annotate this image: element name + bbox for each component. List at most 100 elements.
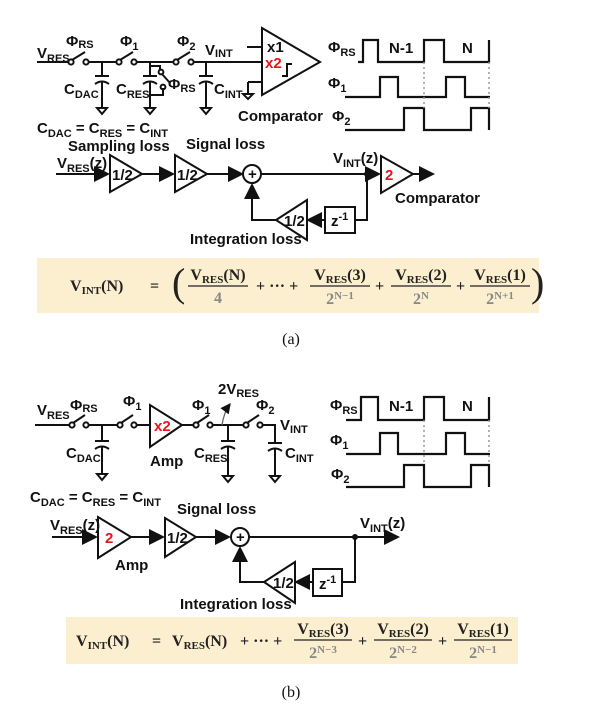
schematic-a: VRES ΦRS Φ1 Φ2 VINT CDAC CRES ΦRS CINT x… [37,26,323,140]
cycle-label-n-1: N-1 [389,40,413,57]
caption-b: (b) [282,684,301,701]
fraction: VRES(2) 2N [391,267,451,308]
label-cres: CRES [116,81,149,101]
cycle-label-n: N [462,40,473,57]
timing-diagram-b: ΦRS Φ1 Φ2 N-1 N [330,395,491,489]
summing-node: + [248,166,257,183]
schematic-b: VRES ΦRS Φ1 Φ1 2VRES Φ2 VINT x2 Amp CDAC… [30,381,314,509]
svg-text:VRES(3): VRES(3) [297,621,349,640]
gain-integration: 1/2 [273,575,294,592]
ellipsis: + ··· + [256,278,298,295]
formula-first-term: VRES(N) [172,633,227,652]
timing-label-phi1: Φ1 [328,75,346,95]
capacitor-cint [198,62,214,116]
capacitor-cint [267,438,283,484]
switch-phi-rs [67,51,90,66]
delay-block: z-1 [331,211,348,230]
svg-text:2N−1: 2N−1 [469,644,497,662]
svg-text:VRES(3): VRES(3) [314,267,366,286]
capacitor-cdac [94,62,110,116]
svg-text:2N−2: 2N−2 [389,644,417,662]
plus: + [438,633,447,650]
label-2vres: 2VRES [218,381,259,400]
switch-phi1 [115,51,138,66]
svg-text:VRES(1): VRES(1) [474,267,526,286]
right-paren: ) [531,260,544,305]
plus: + [375,278,384,295]
label-cdac: CDAC [66,445,101,465]
fraction: VRES(3) 2N−1 [310,267,370,308]
capacitor-equality: CDAC = CRES = CINT [37,120,168,140]
label-phi1: Φ1 [123,393,141,413]
label-comparator: Comparator [238,108,323,125]
delay-block: z-1 [319,574,336,593]
plus: + [456,278,465,295]
label-signal-loss: Signal loss [177,501,256,518]
comparator-input-x1: x1 [267,39,284,56]
timing-diagram-a: ΦRS Φ1 Φ2 N-1 N [328,38,491,132]
gain-signal: 1/2 [167,530,188,547]
capacitor-cres [142,62,171,116]
fraction: VRES(3) 2N−3 [294,621,352,662]
switch-phi1 [116,414,138,429]
label-phi1-out: Φ1 [192,397,210,417]
fraction: VRES(2) 2N−2 [374,621,432,662]
capacitor-cdac [94,425,110,482]
capacitor-cres [220,425,236,484]
label-comparator-block: Comparator [395,190,480,207]
formula-lhs: VINT(N) [70,278,123,297]
svg-text:2N+1: 2N+1 [486,290,514,308]
label-phi-rs: ΦRS [70,397,98,415]
label-cint: CINT [214,81,243,101]
label-vint-z: VINT(z) [333,150,378,170]
label-vres-z: VRES(z) [57,155,107,175]
amplifier-x2 [149,403,184,449]
block-diagram-b: + Signal loss VRES(z) VINT(z) 2 Amp 1/2 … [50,501,405,613]
label-amp: Amp [150,453,183,470]
label-cint: CINT [285,445,314,465]
cycle-label-n-1: N-1 [389,398,413,415]
svg-text:4: 4 [214,290,222,307]
svg-text:2N−3: 2N−3 [309,644,337,662]
switch-phi2 [242,414,264,429]
timing-label-phi-rs: ΦRS [330,397,358,417]
label-phi-rs-reset: ΦRS [168,76,196,95]
svg-text:VRES(N): VRES(N) [190,267,245,286]
label-amp-block: Amp [115,557,148,574]
label-vres: VRES [37,402,70,422]
label-cres: CRES [194,445,227,465]
timing-label-phi-rs: ΦRS [328,39,356,59]
equals: = [150,278,159,295]
comparator-input-x2: x2 [265,55,282,72]
plus: + [358,633,367,650]
formula-a: VINT(N) = ( VRES(N) 4 + ··· + VRES(3) 2N… [37,258,544,313]
gain-comparator: 2 [385,167,393,184]
switch-phi1-out [192,414,214,429]
left-paren: ( [172,260,185,305]
equals: = [152,633,161,650]
cycle-label-n: N [462,398,473,415]
label-vint: VINT [205,42,233,60]
formula-b: VINT(N) = VRES(N) + ··· + VRES(3) 2N−3 +… [66,617,518,664]
gain-sampling: 1/2 [112,167,133,184]
label-vint-z: VINT(z) [360,515,405,535]
gain-amp: 2 [105,530,113,547]
svg-text:VRES(1): VRES(1) [457,621,509,640]
amp-gain: x2 [154,418,171,435]
fraction: VRES(N) 4 [188,267,248,307]
fraction: VRES(1) 2N+1 [470,267,530,308]
label-phi2: Φ2 [256,397,274,417]
label-phi2: Φ2 [177,33,195,53]
svg-text:VRES(2): VRES(2) [377,621,429,640]
label-cdac: CDAC [64,81,99,101]
capacitor-equality: CDAC = CRES = CINT [30,489,161,509]
timing-label-phi1: Φ1 [330,432,348,452]
label-signal-loss: Signal loss [186,136,265,153]
timing-label-phi2: Φ2 [332,108,350,128]
label-phi-rs: ΦRS [66,33,94,51]
summing-node: + [236,529,245,546]
ellipsis: + ··· + [240,633,282,650]
timing-label-phi2: Φ2 [331,466,349,486]
formula-lhs: VINT(N) [76,633,129,652]
svg-text:VRES(2): VRES(2) [395,267,447,286]
